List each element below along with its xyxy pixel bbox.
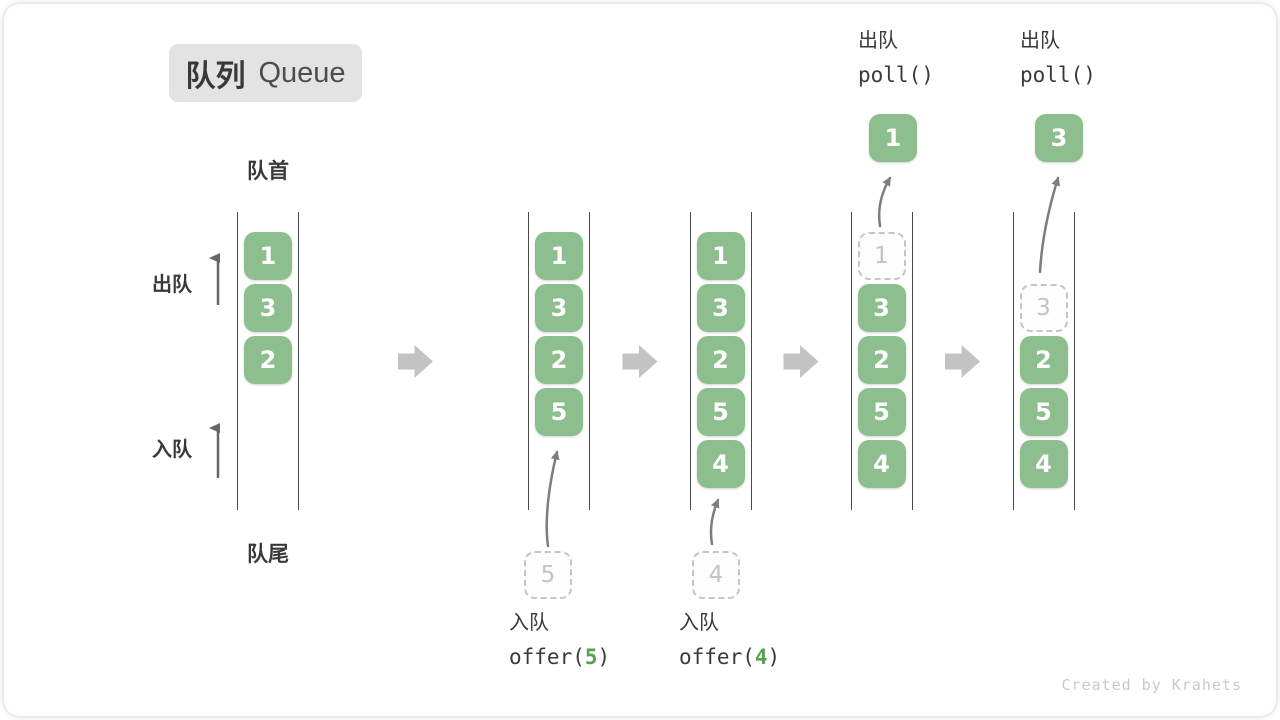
queue-item-value: 2 [1035,346,1052,374]
queue-item: 2 [1019,336,1068,384]
operation-name: 入队 [679,612,719,634]
queue-item: 3 [535,284,583,332]
operation-name: 入队 [509,612,549,634]
queue-item-value: 5 [550,398,568,426]
queue-column-3 [689,212,752,510]
queue-item-value: 2 [873,346,890,374]
title-en: Queue [258,56,346,89]
queue-item: 5 [535,388,583,436]
queue-item-value: 3 [712,294,729,322]
queue-item-value: 4 [873,450,890,478]
queue-item-value: 4 [712,450,729,478]
operation-name: 出队 [1020,30,1060,52]
queue-column-5 [1012,212,1075,510]
operation-call-text: poll() [1020,63,1096,87]
title-badge: 队列 Queue [169,44,362,102]
operation-name: 出队 [858,30,898,52]
operation-call: offer(5) [509,644,610,670]
enqueue-pending-value: 5 [540,562,556,588]
queue-rear-label: 队尾 [247,543,289,566]
queue-item-value: 3 [1036,295,1051,321]
queue-item: 4 [857,440,906,488]
enqueue-pending-item: 4 [692,551,740,599]
queue-item-value: 3 [873,294,890,322]
queue-item: 5 [1019,388,1068,436]
queue-item: 2 [857,336,906,384]
queue-item-value: 2 [550,346,568,374]
queue-item-value: 4 [1035,450,1052,478]
operation-arg: 4 [754,645,768,669]
queue-item: 4 [696,440,745,488]
dequeue-result-value: 1 [884,124,902,152]
operation-call-text: offer( [509,645,585,669]
queue-column-4 [850,212,913,510]
enqueue-pending-item: 5 [524,551,572,599]
operation-label: 入队 offer(5) [509,610,610,670]
queue-item-value: 5 [873,398,890,426]
operation-label: 入队 offer(4) [679,610,780,670]
operation-call-text: ) [597,645,611,669]
queue-item-value: 1 [712,242,729,270]
queue-item-value: 3 [259,294,277,322]
queue-item: 1 [535,232,583,280]
operation-call: poll() [1020,62,1096,88]
dequeue-direction-label: 出队 [152,274,192,296]
dequeue-result-item: 3 [1035,114,1083,162]
queue-item: 2 [244,336,292,384]
queue-item: 5 [857,388,906,436]
queue-item-removed: 3 [1019,284,1068,332]
watermark: Created by Krahets [1061,676,1242,694]
diagram-card [4,4,1276,716]
queue-item-value: 1 [550,242,568,270]
enqueue-pending-value: 4 [708,562,724,588]
queue-item-value: 5 [712,398,729,426]
queue-item: 1 [244,232,292,280]
queue-column-2 [528,212,590,510]
queue-item-value: 2 [712,346,729,374]
queue-item: 5 [696,388,745,436]
queue-item: 3 [857,284,906,332]
operation-call: poll() [858,62,934,88]
operation-call-text: ) [767,645,781,669]
queue-item-value: 3 [550,294,568,322]
queue-front-label: 队首 [247,160,289,183]
operation-arg: 5 [584,645,598,669]
queue-item: 3 [244,284,292,332]
operation-call: offer(4) [679,644,780,670]
operation-call-text: offer( [679,645,755,669]
queue-item: 4 [1019,440,1068,488]
queue-item-value: 1 [874,243,889,269]
queue-item-value: 5 [1035,398,1052,426]
queue-item: 2 [696,336,745,384]
queue-item-value: 2 [259,346,277,374]
queue-item: 3 [696,284,745,332]
queue-column-1 [237,212,299,510]
operation-call-text: poll() [858,63,934,87]
dequeue-result-item: 1 [869,114,917,162]
queue-item-removed: 1 [857,232,906,280]
title-zh: 队列 [185,60,246,93]
operation-label: 出队 poll() [858,28,934,88]
queue-item-value: 1 [259,242,277,270]
queue-item: 1 [696,232,745,280]
enqueue-direction-label: 入队 [152,439,192,461]
dequeue-result-value: 3 [1050,124,1068,152]
queue-item: 2 [535,336,583,384]
operation-label: 出队 poll() [1020,28,1096,88]
